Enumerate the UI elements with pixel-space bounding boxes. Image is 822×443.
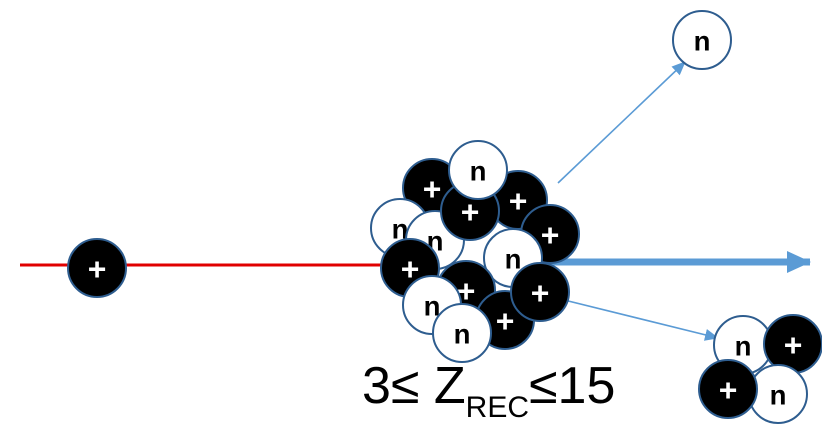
proton-label: + — [401, 251, 420, 287]
recoil-charge-caption: 3≤ ZREC≤15 — [362, 360, 615, 423]
proton-label: + — [719, 372, 738, 408]
emitted-neutron: n — [672, 10, 732, 70]
fragment-neutron-2: n — [748, 364, 808, 424]
neutron-label: n — [694, 26, 711, 57]
caption-subscript: REC — [465, 391, 530, 424]
proton-label: + — [509, 183, 528, 219]
proton-label: + — [531, 275, 550, 311]
proton-label: + — [784, 327, 803, 363]
proton-label: + — [88, 251, 107, 287]
nucleus-proton-13: + — [510, 262, 570, 322]
neutron-emission-arrow — [557, 61, 686, 184]
neutron-label: n — [505, 244, 522, 275]
neutron-label: n — [424, 291, 441, 322]
proton-label: + — [541, 217, 560, 253]
neutron-label: n — [770, 380, 787, 411]
incoming-proton: + — [67, 238, 127, 298]
caption-left: 3≤ Z — [362, 357, 466, 415]
proton-label: + — [423, 171, 442, 207]
neutron-label: n — [735, 331, 752, 362]
nucleus-neutron-6: n — [448, 140, 508, 200]
nucleus-neutron-12: n — [432, 303, 492, 363]
fragment-proton-2: + — [698, 359, 758, 419]
neutron-label: n — [392, 214, 409, 245]
fragment-proton-1: + — [763, 314, 822, 374]
proton-label: + — [461, 194, 480, 230]
caption-right: ≤15 — [529, 357, 616, 415]
neutron-label: n — [470, 156, 487, 187]
neutron-label: n — [454, 319, 471, 350]
proton-label: + — [496, 303, 515, 339]
fragment-emission-arrow — [547, 295, 719, 341]
